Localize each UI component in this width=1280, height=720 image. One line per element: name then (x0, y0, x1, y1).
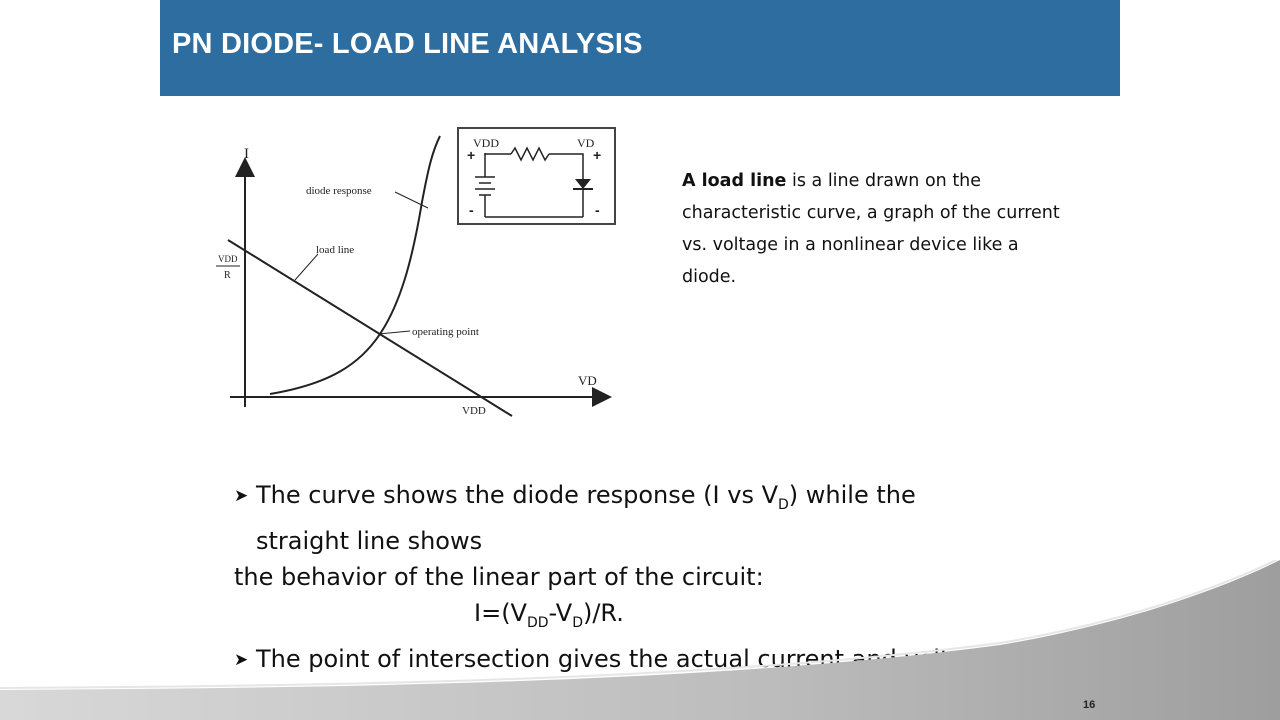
bullet-1-text-post: ) while the (788, 481, 916, 509)
y-intercept-label-top: VDD (218, 254, 238, 264)
bullet-1-text-pre: The curve shows the diode response (I vs… (256, 481, 778, 509)
load-line-leader (294, 253, 319, 281)
diode-response-curve (269, 135, 441, 395)
load-line (227, 239, 513, 417)
circuit-plus-left: + (467, 147, 475, 163)
load-line-figure: I VD VDD R VDD diode response load line … (200, 122, 620, 432)
diode-response-leader (394, 191, 429, 209)
swoosh-highlight (0, 560, 1279, 689)
bullet-1-continuation: straight line shows (256, 526, 483, 555)
page-number: 16 (1083, 699, 1096, 711)
resistor (510, 146, 550, 162)
iv-graph: I VD VDD R VDD diode response load line … (216, 135, 612, 417)
load-line-definition: A load line is a line drawn on the chara… (682, 165, 1062, 293)
formula-sub-dd: DD (526, 614, 549, 631)
circuit-vdd-label: VDD (473, 136, 499, 150)
circuit-plus-right: + (593, 147, 601, 163)
formula-post: )/R. (582, 598, 624, 627)
y-axis-label: I (244, 146, 249, 162)
operating-point-label: operating point (412, 326, 479, 338)
arrow-bullet-icon: ➤ (234, 486, 249, 506)
bullet-1: ➤ The curve shows the diode response (I v… (234, 477, 1114, 523)
footer-swoosh (0, 560, 1280, 720)
formula-pre: I=(V (474, 598, 527, 627)
title-bar: PN DIODE- LOAD LINE ANALYSIS (160, 0, 1120, 96)
formula-mid: -V (548, 598, 573, 627)
slide-title: PN DIODE- LOAD LINE ANALYSIS (172, 28, 643, 60)
arrow-bullet-icon: ➤ (234, 649, 249, 670)
circuit-schematic: VDD VD + + - - (457, 127, 616, 225)
formula-sub-d: D (572, 614, 583, 631)
diode-response-label: diode response (306, 185, 372, 197)
circuit-vd-label: VD (577, 136, 595, 150)
circuit-border (457, 127, 616, 225)
circuit-minus-left: - (469, 202, 474, 218)
diode-triangle (575, 179, 591, 189)
y-intercept-label-bottom: R (224, 270, 231, 281)
wire-top-right (549, 153, 584, 179)
operating-point-leader (377, 330, 411, 335)
bullet-1-line-3: the behavior of the linear part of the c… (234, 562, 764, 591)
current-formula: I=(VDD-VD)/R. (234, 595, 1114, 641)
circuit-minus-right: - (595, 202, 600, 218)
x-axis-label: VD (578, 373, 597, 388)
definition-text: is a line drawn on the characteristic cu… (682, 171, 1060, 287)
swoosh-shape (0, 560, 1280, 720)
x-intercept-label: VDD (462, 405, 486, 417)
definition-term: A load line (682, 171, 787, 191)
bullet-1-subscript: D (778, 496, 789, 513)
load-line-label: load line (316, 244, 354, 256)
circuit-svg: VDD VD + + - - (457, 127, 616, 225)
